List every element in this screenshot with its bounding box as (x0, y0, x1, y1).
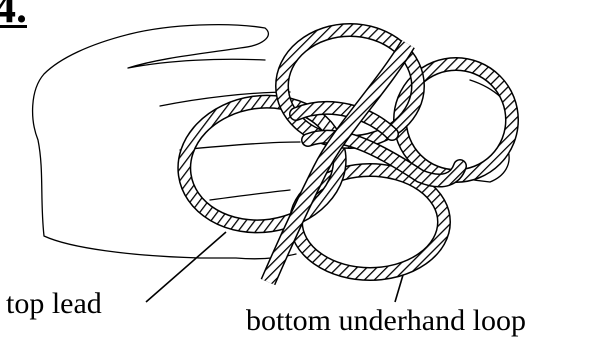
bottom-underhand-loop-label: bottom underhand loop (246, 306, 526, 336)
top-lead-label: top lead (6, 289, 102, 319)
step-number: 4. (0, 0, 27, 30)
top-lead-leader-line (146, 232, 226, 302)
bottom-loop-leader-line (395, 275, 403, 302)
